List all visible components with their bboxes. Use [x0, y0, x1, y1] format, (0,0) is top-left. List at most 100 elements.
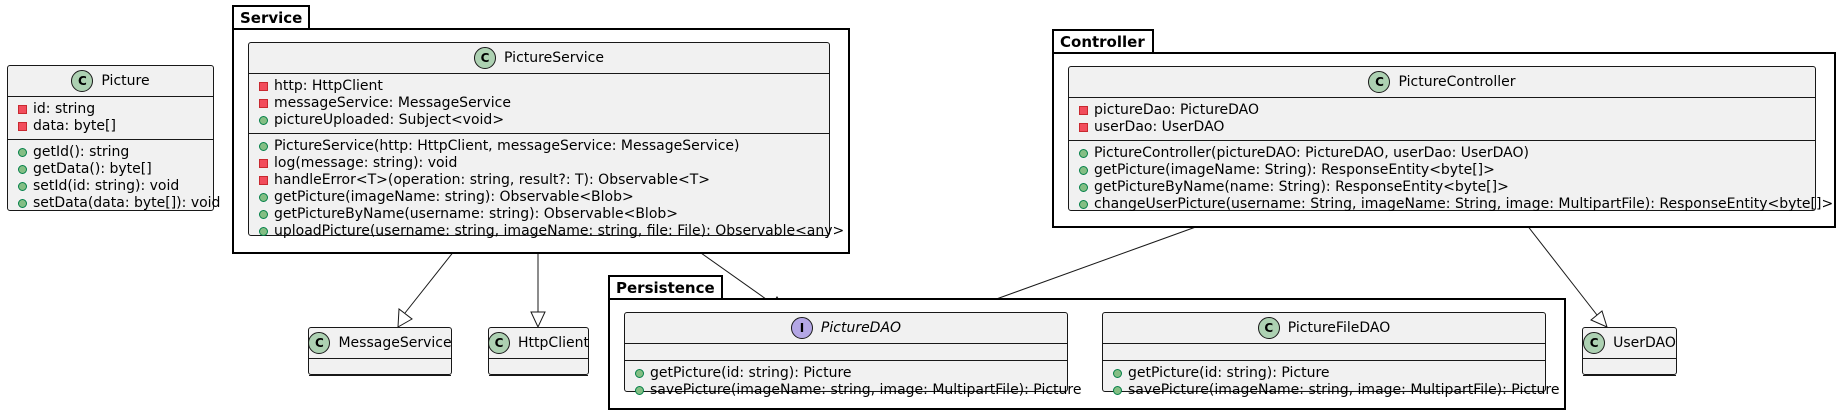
public-visibility-icon: [259, 142, 268, 151]
private-visibility-icon: [259, 176, 268, 185]
method-row: handleError<T>(operation: string, result…: [259, 172, 829, 189]
method-row: getPicture(imageName: string): Observabl…: [259, 189, 829, 206]
class-userdao[interactable]: C UserDAO: [1582, 327, 1677, 376]
package-tab-persistence: Persistence: [608, 275, 723, 299]
method-row: getPictureByName(username: string): Obse…: [259, 206, 829, 223]
method-row: changeUserPicture(username: String, imag…: [1079, 196, 1833, 213]
private-visibility-icon: [259, 82, 268, 91]
class-header: C Picture: [8, 66, 213, 97]
class-name: MessageService: [338, 335, 452, 351]
public-visibility-icon: [18, 182, 27, 191]
methods-section: PictureController(pictureDAO: PictureDAO…: [1069, 141, 1833, 217]
fields-section: [1103, 344, 1545, 361]
method-row: getPicture(id: string): Picture: [635, 365, 1067, 382]
methods-section: getPicture(id: string): Picture savePict…: [1103, 361, 1559, 403]
class-pictureservice[interactable]: C PictureService http: HttpClient messag…: [248, 42, 844, 239]
class-stereotype-icon: C: [1368, 71, 1391, 93]
field-row: data: byte[]: [18, 118, 213, 135]
class-picturecontroller[interactable]: C PictureController pictureDao: PictureD…: [1068, 66, 1833, 212]
class-name: Picture: [101, 73, 150, 89]
package-tab-controller: Controller: [1052, 29, 1154, 53]
field-row: messageService: MessageService: [259, 95, 829, 112]
private-visibility-icon: [18, 122, 27, 131]
method-row: getPicture(imageName: String): ResponseE…: [1079, 162, 1815, 179]
method-row: getData(): byte[]: [18, 161, 213, 178]
methods-section: [1583, 376, 1676, 392]
public-visibility-icon: [1079, 149, 1088, 158]
public-visibility-icon: [1079, 183, 1088, 192]
private-visibility-icon: [18, 105, 27, 114]
public-visibility-icon: [635, 369, 644, 378]
class-stereotype-icon: C: [308, 332, 331, 354]
public-visibility-icon: [259, 210, 268, 219]
arrowhead-httpclient: [530, 311, 546, 329]
private-visibility-icon: [259, 99, 268, 108]
interface-stereotype-icon: I: [790, 317, 813, 339]
public-visibility-icon: [259, 116, 268, 125]
field-row: userDao: UserDAO: [1079, 119, 1815, 136]
package-tab-service: Service: [232, 5, 310, 29]
field-row: pictureUploaded: Subject<void>: [259, 112, 829, 129]
class-name: PictureController: [1398, 74, 1516, 90]
methods-section: getId(): string getData(): byte[] setId(…: [8, 140, 220, 216]
class-messageservice[interactable]: C MessageService: [308, 327, 452, 376]
class-stereotype-icon: C: [71, 70, 94, 92]
fields-section: pictureDao: PictureDAO userDao: UserDAO: [1069, 98, 1815, 141]
method-row: savePicture(imageName: string, image: Mu…: [1113, 382, 1559, 399]
methods-section: PictureService(http: HttpClient, message…: [249, 134, 844, 244]
public-visibility-icon: [18, 148, 27, 157]
edge-controller-to-userdao: [1515, 210, 1598, 316]
field-row: id: string: [18, 101, 213, 118]
class-httpclient[interactable]: C HttpClient: [488, 327, 589, 376]
public-visibility-icon: [1079, 200, 1088, 209]
method-row: PictureService(http: HttpClient, message…: [259, 138, 829, 155]
class-header: C UserDAO: [1583, 328, 1676, 359]
method-row: setId(id: string): void: [18, 178, 213, 195]
method-row: getPicture(id: string): Picture: [1113, 365, 1545, 382]
method-row: setData(data: byte[]): void: [18, 195, 220, 212]
public-visibility-icon: [1113, 369, 1122, 378]
public-visibility-icon: [1113, 386, 1122, 395]
public-visibility-icon: [259, 227, 268, 236]
fields-section: [1583, 359, 1676, 376]
methods-section: [309, 376, 451, 392]
field-row: http: HttpClient: [259, 78, 829, 95]
class-name: PictureDAO: [820, 320, 902, 336]
class-header: C PictureController: [1069, 67, 1815, 98]
public-visibility-icon: [1079, 166, 1088, 175]
fields-section: http: HttpClient messageService: Message…: [249, 74, 829, 134]
private-visibility-icon: [1079, 106, 1088, 115]
class-picturefiledao[interactable]: C PictureFileDAO getPicture(id: string):…: [1102, 312, 1559, 398]
public-visibility-icon: [18, 199, 27, 208]
method-row: getPictureByName(name: String): Response…: [1079, 179, 1815, 196]
class-stereotype-icon: C: [488, 332, 511, 354]
interface-picturedao[interactable]: I PictureDAO getPicture(id: string): Pic…: [624, 312, 1081, 398]
private-visibility-icon: [1079, 123, 1088, 132]
fields-section: [625, 344, 1067, 361]
public-visibility-icon: [635, 386, 644, 395]
class-stereotype-icon: C: [1583, 332, 1606, 354]
class-header: C MessageService: [308, 328, 452, 359]
method-row: getId(): string: [18, 144, 213, 161]
class-name: PictureFileDAO: [1287, 320, 1391, 336]
class-stereotype-icon: C: [1257, 317, 1280, 339]
methods-section: [489, 376, 588, 392]
method-row: uploadPicture(username: string, imageNam…: [259, 223, 844, 240]
methods-section: getPicture(id: string): Picture savePict…: [625, 361, 1081, 403]
field-row: pictureDao: PictureDAO: [1079, 102, 1815, 119]
class-header: C HttpClient: [488, 328, 589, 359]
private-visibility-icon: [259, 159, 268, 168]
class-header: I PictureDAO: [625, 313, 1067, 344]
class-picture[interactable]: C Picture id: string data: byte[] getId(…: [7, 65, 220, 211]
fields-section: [489, 359, 588, 376]
class-name: HttpClient: [518, 335, 589, 351]
class-header: C PictureService: [249, 43, 829, 74]
class-name: PictureService: [504, 50, 604, 66]
class-header: C PictureFileDAO: [1103, 313, 1545, 344]
fields-section: id: string data: byte[]: [8, 97, 213, 140]
class-name: UserDAO: [1613, 335, 1676, 351]
method-row: savePicture(imageName: string, image: Mu…: [635, 382, 1081, 399]
method-row: PictureController(pictureDAO: PictureDAO…: [1079, 145, 1815, 162]
public-visibility-icon: [18, 165, 27, 174]
method-row: log(message: string): void: [259, 155, 829, 172]
